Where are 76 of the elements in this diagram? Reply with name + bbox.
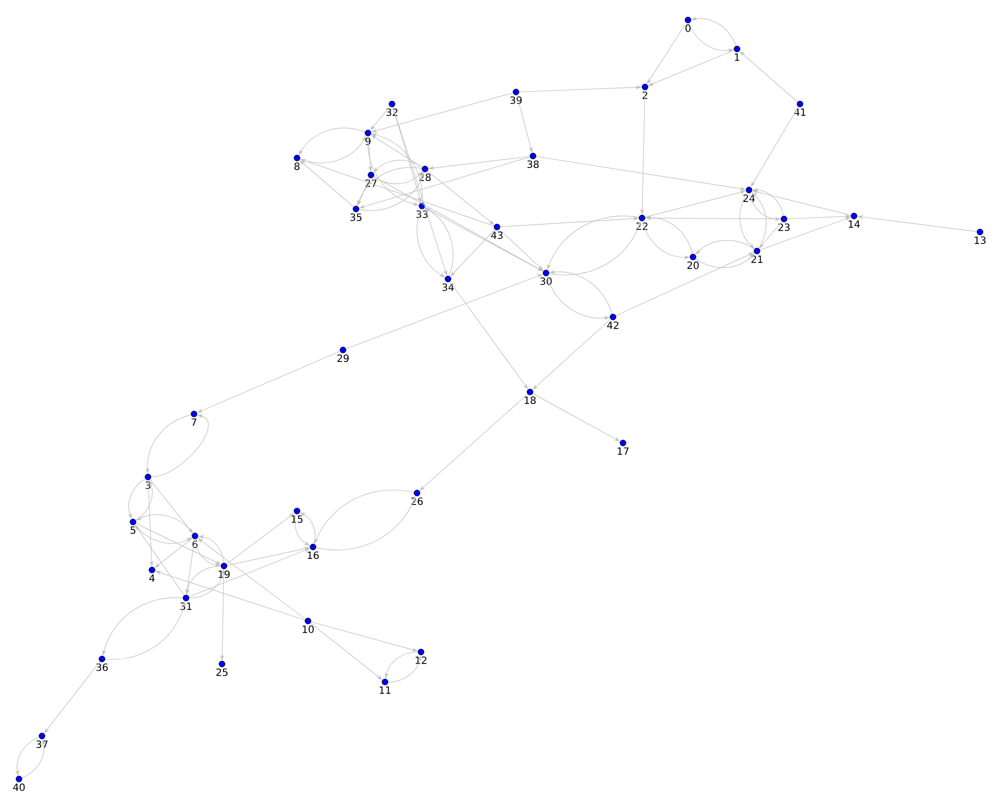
node-label: 32	[386, 108, 398, 116]
node-label: 25	[216, 668, 228, 676]
graph-node: 38	[527, 152, 539, 168]
node-label: 37	[36, 740, 48, 748]
graph-node: 21	[751, 248, 762, 263]
graph-node: 23	[778, 216, 790, 232]
node-label: 35	[350, 213, 362, 222]
arrow	[150, 479, 193, 534]
node-label: 14	[848, 220, 860, 228]
arrow	[310, 622, 382, 680]
graph-node: 12	[416, 648, 426, 664]
graph-node: 1	[734, 46, 740, 61]
node-label: 34	[442, 283, 454, 292]
node-label: 27	[365, 179, 377, 187]
graph-node: 29	[337, 346, 349, 362]
node-label: 39	[510, 96, 522, 104]
graph-node: 30	[540, 270, 552, 286]
node-label: 15	[292, 515, 302, 523]
graph-node: 24	[743, 186, 755, 202]
graph-node: 34	[442, 276, 454, 292]
node-label: 7	[192, 418, 196, 426]
graph-node: 7	[190, 410, 198, 426]
node-label: 38	[527, 160, 539, 168]
graph-node: 11	[380, 678, 390, 694]
graph-node: 27	[365, 172, 376, 187]
node-label: 8	[294, 162, 300, 170]
arrow	[370, 106, 390, 130]
graph-node: 39	[510, 88, 522, 104]
graph-node: 40	[13, 776, 25, 792]
node-label: 42	[607, 321, 618, 329]
node-label: 17	[618, 447, 629, 455]
graph-node: 19	[218, 562, 230, 578]
graph-node: 20	[687, 254, 699, 270]
node-label: 41	[794, 108, 806, 116]
node-label: 16	[308, 551, 319, 560]
node-label: 24	[743, 194, 755, 202]
graph-node: 17	[618, 440, 629, 455]
node-label: 4	[149, 574, 155, 582]
node-label: 0	[685, 24, 691, 32]
node-label: 10	[302, 625, 314, 634]
graph-node: 43	[491, 224, 503, 240]
node-label: 36	[96, 663, 108, 672]
node-label: 13	[974, 236, 986, 244]
node-label: 18	[524, 396, 536, 404]
node-label: 33	[416, 210, 428, 218]
graph-node: 33	[416, 202, 428, 218]
node-label: 5	[130, 526, 136, 534]
graph-node: 5	[130, 518, 136, 534]
node-label: 21	[751, 255, 762, 263]
graph-node: 32	[386, 100, 398, 116]
graph-node: 36	[96, 656, 108, 672]
graph-node: 4	[148, 566, 156, 582]
node-label: 43	[491, 231, 503, 240]
node-label: 19	[218, 570, 230, 578]
graph-node: 15	[292, 508, 302, 523]
graph-node: 10	[302, 618, 314, 634]
node-label: 20	[687, 261, 699, 270]
node-label: 1	[734, 53, 740, 61]
graph-node: 37	[36, 732, 48, 748]
graph-node: 16	[308, 544, 319, 560]
node-label: 11	[380, 686, 390, 694]
arrow	[427, 170, 494, 225]
graph-node: 35	[350, 206, 362, 222]
node-label: 30	[540, 277, 552, 286]
node-label: 12	[416, 656, 426, 664]
graph-node: 14	[848, 212, 860, 228]
graph-node: 8	[294, 154, 300, 170]
node-label: 29	[337, 354, 349, 362]
graph-node: 42	[607, 314, 618, 329]
graph-node: 18	[524, 388, 536, 404]
graph-node: 13	[974, 228, 986, 244]
graph-node: 41	[794, 100, 806, 116]
graph-node: 0	[684, 16, 692, 32]
graph-node: 25	[216, 660, 228, 676]
node-label: 23	[778, 223, 790, 232]
node-label: 40	[13, 783, 25, 792]
